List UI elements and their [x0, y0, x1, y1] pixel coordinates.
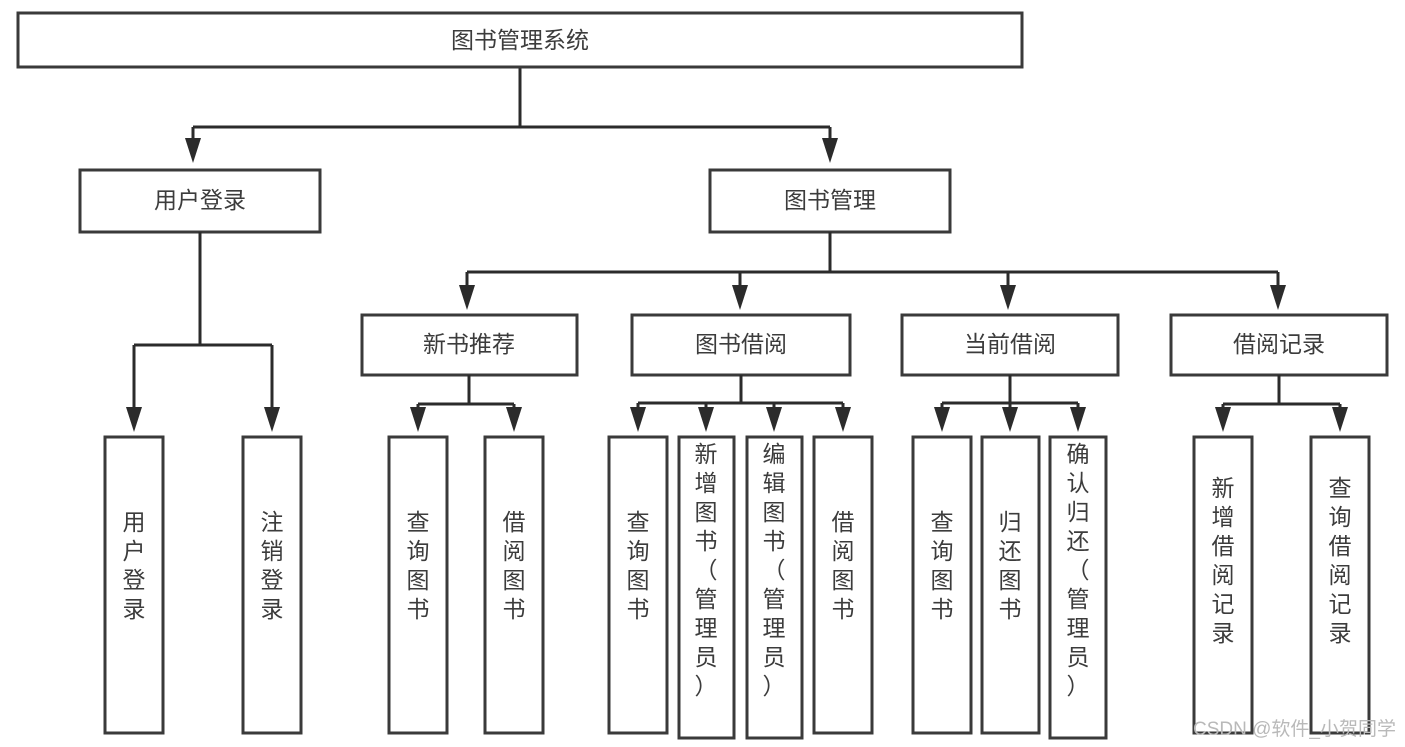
- node-box-borrow-record[interactable]: [1169, 313, 1389, 377]
- leaf-box-current-borrow-query[interactable]: [911, 435, 973, 735]
- leaf-box-book-borrow-borrow[interactable]: [812, 435, 874, 735]
- leaf-label-current-borrow-query: 查询图书: [931, 509, 954, 622]
- arrow-head-new-book-leaf-1: [410, 407, 426, 432]
- arrow-head-current-borrow-leaf-3: [1070, 407, 1086, 432]
- arrow-head-current-borrow: [1000, 285, 1016, 310]
- node-box-current-borrow[interactable]: [900, 313, 1120, 377]
- node-label-current-borrow: 当前借阅: [964, 331, 1056, 357]
- arrow-head-current-borrow-leaf-2: [1002, 407, 1018, 432]
- arrow-head-book-borrow-leaf-2: [698, 407, 714, 432]
- leaf-label-current-borrow-return: 归还图书: [999, 509, 1022, 622]
- node-book-borrow[interactable]: 图书借阅: [630, 313, 852, 377]
- leaf-book-borrow-add[interactable]: 新增图书（管理员）: [677, 435, 736, 740]
- node-book-management[interactable]: 图书管理: [708, 168, 952, 234]
- arrow-head-book-borrow-leaf-3: [766, 407, 782, 432]
- arrow-head-user-login-leaf-1: [126, 407, 142, 432]
- leaf-box-book-borrow-edit[interactable]: [745, 435, 804, 740]
- leaf-user-login-login[interactable]: 用户登录: [103, 435, 165, 735]
- leaf-box-new-book-query[interactable]: [387, 435, 449, 735]
- node-label-borrow-record: 借阅记录: [1233, 331, 1325, 357]
- leaf-box-user-login-logout[interactable]: [241, 435, 303, 735]
- connector-group-book-management: [459, 232, 1286, 310]
- node-label-root-system: 图书管理系统: [451, 27, 589, 53]
- leaf-box-book-borrow-add[interactable]: [677, 435, 736, 740]
- connector-group-book-borrow: [630, 375, 851, 432]
- leaf-book-borrow-edit[interactable]: 编辑图书（管理员）: [745, 435, 804, 740]
- arrow-head-book-mgmt: [822, 138, 838, 163]
- node-new-book-recommend[interactable]: 新书推荐: [360, 313, 579, 377]
- leaf-label-user-login-logout: 注销登录: [261, 509, 284, 622]
- node-label-new-book-recommend: 新书推荐: [423, 331, 515, 357]
- node-box-book-borrow[interactable]: [630, 313, 852, 377]
- leaf-label-book-borrow-edit: 编辑图书（管理员）: [763, 441, 786, 699]
- arrow-head-borrow-record-leaf-2: [1332, 407, 1348, 432]
- leaf-label-borrow-record-add: 新增借阅记录: [1212, 475, 1235, 646]
- leaf-box-borrow-record-add[interactable]: [1192, 435, 1254, 735]
- node-label-book-management: 图书管理: [784, 187, 876, 213]
- leaf-box-new-book-borrow[interactable]: [483, 435, 545, 735]
- arrow-head-borrow-record-leaf-1: [1215, 407, 1231, 432]
- leaf-label-book-borrow-borrow: 借阅图书: [832, 509, 855, 622]
- leaf-box-current-borrow-return[interactable]: [980, 435, 1041, 735]
- watermark-text: CSDN @软件_小贺同学: [1193, 718, 1396, 740]
- arrow-head-new-book-leaf-2: [506, 407, 522, 432]
- connector-group-root: [185, 67, 838, 163]
- node-borrow-record[interactable]: 借阅记录: [1169, 313, 1389, 377]
- leaf-box-borrow-record-query[interactable]: [1309, 435, 1371, 735]
- node-box-new-book-recommend[interactable]: [360, 313, 579, 377]
- leaf-book-borrow-query[interactable]: 查询图书: [607, 435, 669, 735]
- leaf-box-current-borrow-confirm[interactable]: [1048, 435, 1108, 740]
- node-current-borrow[interactable]: 当前借阅: [900, 313, 1120, 377]
- arrow-head-book-borrow: [732, 285, 748, 310]
- leaf-label-book-borrow-add: 新增图书（管理员）: [695, 441, 718, 699]
- leaf-new-book-query[interactable]: 查询图书: [387, 435, 449, 735]
- node-root-system[interactable]: 图书管理系统: [16, 11, 1024, 69]
- leaf-box-user-login-login[interactable]: [103, 435, 165, 735]
- leaf-label-borrow-record-query: 查询借阅记录: [1329, 475, 1352, 646]
- leaf-current-borrow-confirm[interactable]: 确认归还（管理员）: [1048, 435, 1108, 740]
- leaf-current-borrow-return[interactable]: 归还图书: [980, 435, 1041, 735]
- leaf-label-new-book-query: 查询图书: [407, 509, 430, 622]
- leaf-new-book-borrow[interactable]: 借阅图书: [483, 435, 545, 735]
- leaf-borrow-record-query[interactable]: 查询借阅记录: [1309, 435, 1371, 735]
- connector-group-borrow-record: [1215, 375, 1348, 432]
- arrow-head-book-borrow-leaf-4: [835, 407, 851, 432]
- arrow-head-current-borrow-leaf-1: [934, 407, 950, 432]
- connector-group-current-borrow: [934, 375, 1086, 432]
- arrow-head-user-login: [185, 138, 201, 163]
- node-box-root-system[interactable]: [16, 11, 1024, 69]
- node-label-book-borrow: 图书借阅: [695, 331, 787, 357]
- leaf-borrow-record-add[interactable]: 新增借阅记录: [1192, 435, 1254, 735]
- arrow-head-borrow-record: [1270, 285, 1286, 310]
- connector-group-user-login: [126, 232, 280, 432]
- leaf-label-user-login-login: 用户登录: [123, 509, 146, 622]
- leaf-current-borrow-query[interactable]: 查询图书: [911, 435, 973, 735]
- connector-group-new-book-recommend: [410, 375, 522, 432]
- node-label-user-login: 用户登录: [154, 187, 246, 213]
- arrow-head-book-borrow-leaf-1: [630, 407, 646, 432]
- leaf-user-login-logout[interactable]: 注销登录: [241, 435, 303, 735]
- node-user-login[interactable]: 用户登录: [78, 168, 322, 234]
- arrow-head-new-book-recommend: [459, 285, 475, 310]
- leaf-label-current-borrow-confirm: 确认归还（管理员）: [1067, 441, 1090, 699]
- leaf-label-new-book-borrow: 借阅图书: [503, 509, 526, 622]
- arrow-head-user-login-leaf-2: [264, 407, 280, 432]
- leaf-box-book-borrow-query[interactable]: [607, 435, 669, 735]
- leaf-label-book-borrow-query: 查询图书: [627, 509, 650, 622]
- node-box-user-login[interactable]: [78, 168, 322, 234]
- leaf-book-borrow-borrow[interactable]: 借阅图书: [812, 435, 874, 735]
